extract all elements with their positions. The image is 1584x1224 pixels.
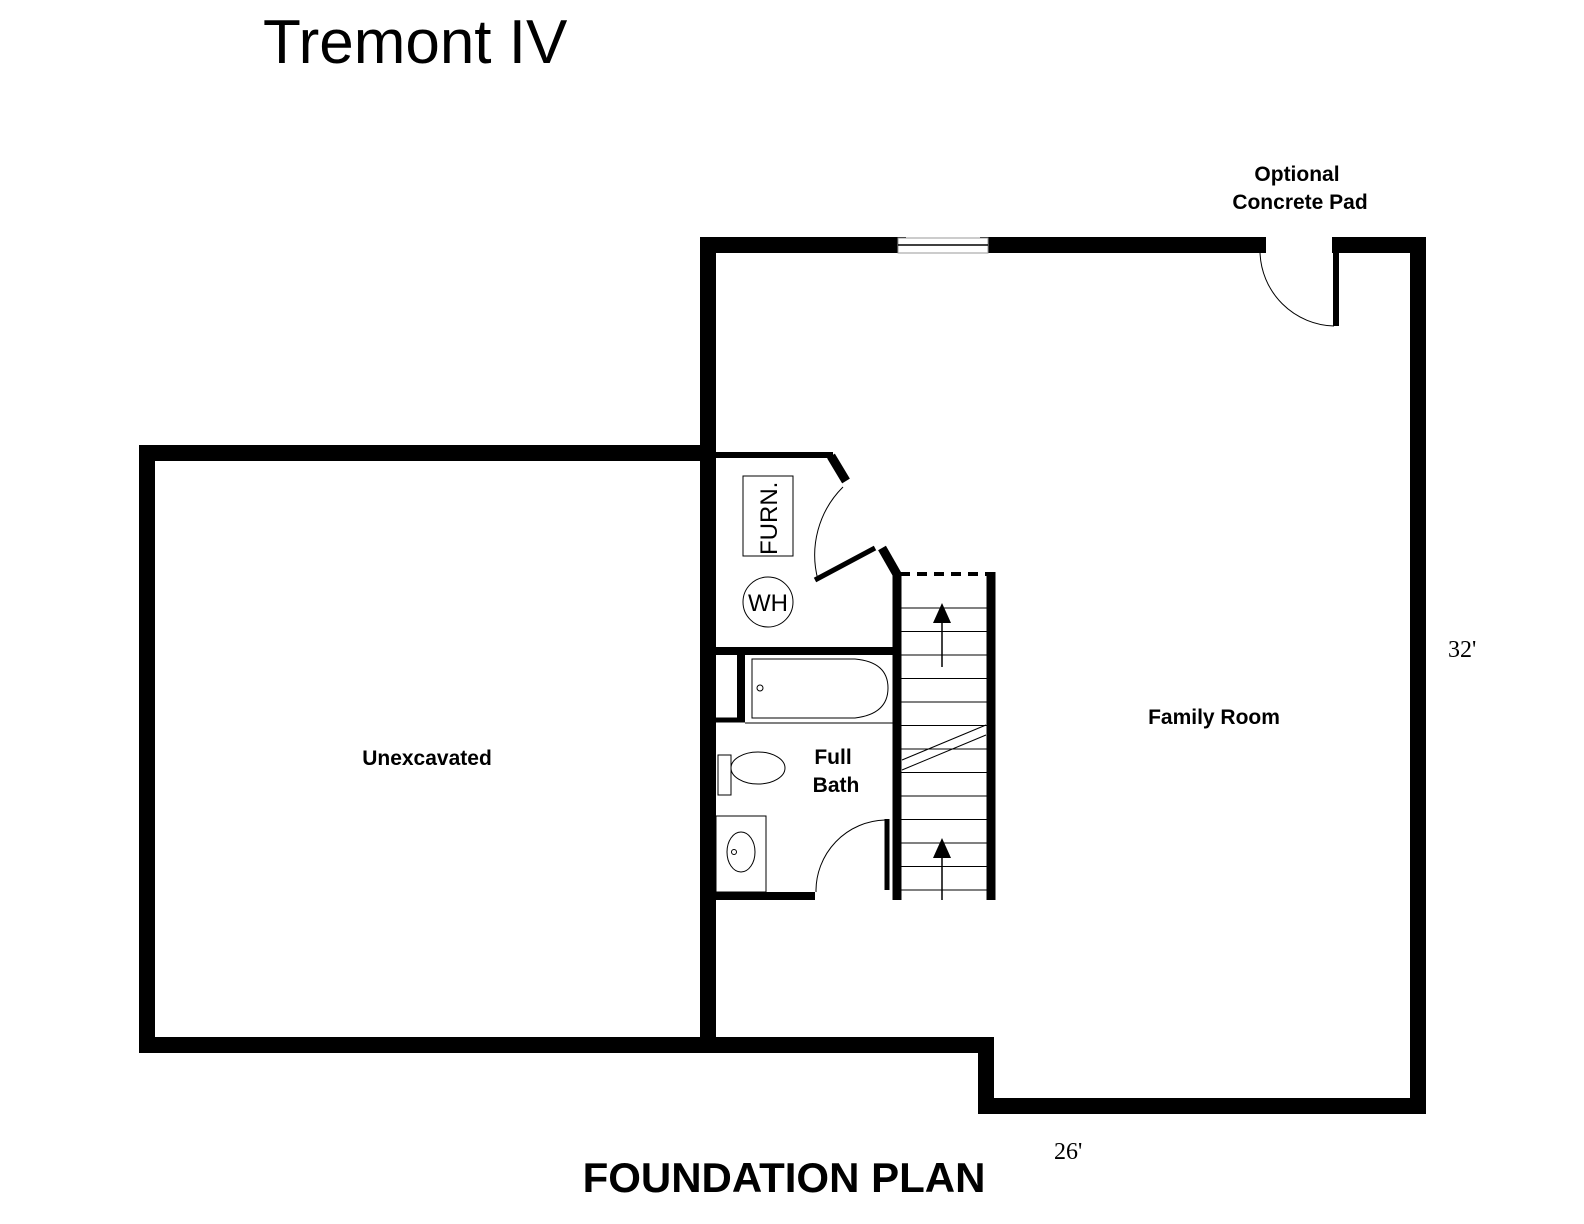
water-heater-label: WH <box>748 590 788 617</box>
room-label-unexcavated: Unexcavated <box>362 747 492 770</box>
plan-title: Tremont IV <box>263 8 568 77</box>
water-heater <box>742 576 794 628</box>
room-label-full-bath: Full <box>814 746 851 769</box>
dimension-depth: 32' <box>1448 637 1476 663</box>
furnace <box>742 475 794 557</box>
concrete-pad-label: Optional <box>1254 163 1339 186</box>
furnace-label: FURN. <box>756 482 783 555</box>
window <box>897 237 989 254</box>
arrow-head-icon <box>933 603 951 623</box>
exterior-door[interactable] <box>1259 251 1339 327</box>
room-label-family-room: Family Room <box>1148 706 1280 729</box>
exterior-walls <box>139 237 1426 1114</box>
concrete-pad-label-2: Concrete Pad <box>1232 191 1367 214</box>
bathtub <box>751 658 889 719</box>
bath-walls <box>716 647 900 900</box>
sink-vanity <box>715 815 767 893</box>
plan-label: FOUNDATION PLAN <box>583 1154 986 1201</box>
mechanical-room-walls <box>716 452 902 583</box>
toilet <box>717 751 786 796</box>
arrow-head-icon <box>933 838 951 858</box>
room-label-full-bath-2: Bath <box>813 774 860 797</box>
dimension-width: 26' <box>1054 1139 1082 1165</box>
stairs[interactable] <box>892 572 996 900</box>
